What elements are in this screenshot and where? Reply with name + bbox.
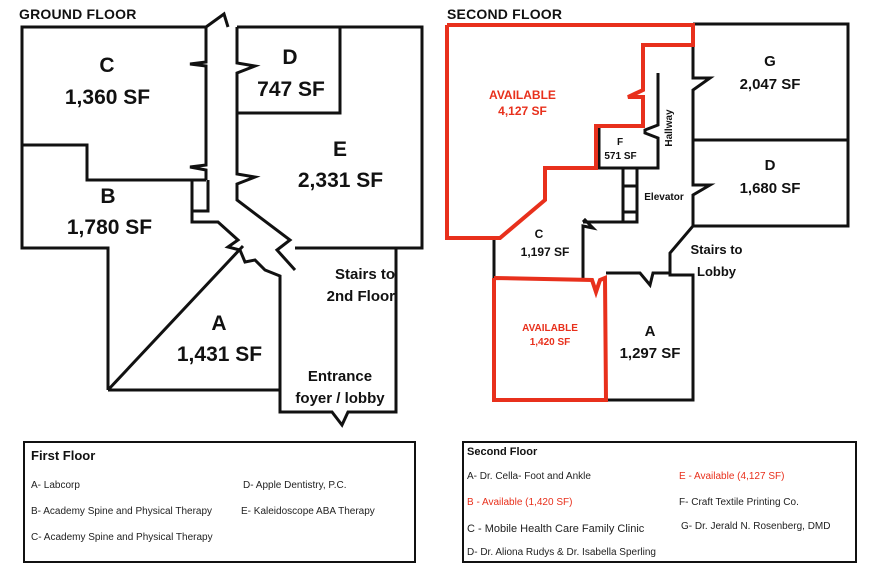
legend-first-floor: First Floor A- Labcorp B- Academy Spine … [23,441,416,563]
second-unit-g-area: 2,047 SF [739,76,801,93]
legend-second-item-e: E - Available (4,127 SF) [679,471,785,482]
ground-lobby-outline [278,248,398,428]
legend-second-item-a: A- Dr. Cella- Foot and Ankle [467,471,591,482]
ground-stairs-label-1: Stairs to [334,266,395,283]
second-unit-a-outline [606,271,670,289]
legend-second-item-g: G- Dr. Jerald N. Rosenberg, DMD [681,521,831,532]
available-small-area: 1,420 SF [529,337,571,348]
second-unit-c-area: 1,197 SF [520,245,570,259]
ground-unit-c-letter: C [99,54,115,77]
second-unit-f-area: 571 SF [604,151,637,162]
second-stairs-label-1: Stairs to [690,242,743,257]
ground-unit-c-outline [20,25,206,182]
second-elevator-outline [621,168,639,224]
second-unit-g-letter: G [764,53,776,70]
ground-stairs-label-2: 2nd Floor [326,288,395,305]
available-large-area: 4,127 SF [498,104,547,118]
ground-unit-d-letter: D [282,46,298,69]
second-unit-f-letter: F [616,137,624,148]
ground-unit-e-letter: E [332,138,347,161]
second-unit-d-outline [693,138,850,228]
second-floor-title: SECOND FLOOR [447,6,563,22]
ground-unit-b-area: 1,780 SF [66,216,153,239]
legend-second-item-f: F- Craft Textile Printing Co. [679,497,799,508]
legend-second-title: Second Floor [467,446,538,458]
ground-entrance-label-2: foyer / lobby [295,390,385,407]
ground-unit-e-outline [295,25,424,250]
second-unit-c-letter: C [534,227,544,241]
legend-second-item-d: D- Dr. Aliona Rudys & Dr. Isabella Sperl… [467,547,656,558]
ground-unit-b-letter: B [100,185,116,208]
legend-second-item-b: B - Available (1,420 SF) [467,497,573,508]
ground-unit-b-outline [20,145,110,390]
ground-unit-e-area: 2,331 SF [297,169,384,192]
ground-entrance-label-1: Entrance [307,368,373,385]
ground-unit-d-outline [237,25,342,115]
legend-first-item-d: D- Apple Dentistry, P.C. [243,480,347,491]
legend-second-floor: Second Floor A- Dr. Cella- Foot and Ankl… [462,441,857,563]
legend-first-item-e: E- Kaleidoscope ABA Therapy [241,506,375,517]
ground-unit-a-area: 1,431 SF [176,343,263,366]
legend-first-item-c: C- Academy Spine and Physical Therapy [31,532,213,543]
second-unit-d-letter: D [764,157,776,174]
second-elevator-label: Elevator [644,192,684,203]
available-small-label: AVAILABLE [522,323,578,334]
legend-first-item-b: B- Academy Spine and Physical Therapy [31,506,213,517]
second-hallway-label: Hallway [664,109,675,147]
ground-unit-a-letter: A [211,312,227,335]
second-unit-a-letter: A [644,323,656,340]
second-unit-a-area: 1,297 SF [619,345,681,362]
second-hallway-wall [608,47,716,402]
second-stairs-label-2: Lobby [697,264,736,279]
ground-floor-title: GROUND FLOOR [19,6,137,22]
available-4127-outline [445,23,695,240]
second-unit-d-area: 1,680 SF [739,180,801,197]
legend-second-item-c: C - Mobile Health Care Family Clinic [467,523,645,535]
ground-unit-c-area: 1,360 SF [64,86,151,109]
available-1420-outline [492,275,609,402]
legend-first-item-a: A- Labcorp [31,480,80,491]
available-large-label: AVAILABLE [489,88,556,102]
ground-unit-d-area: 747 SF [257,78,325,101]
legend-first-title: First Floor [31,448,96,463]
